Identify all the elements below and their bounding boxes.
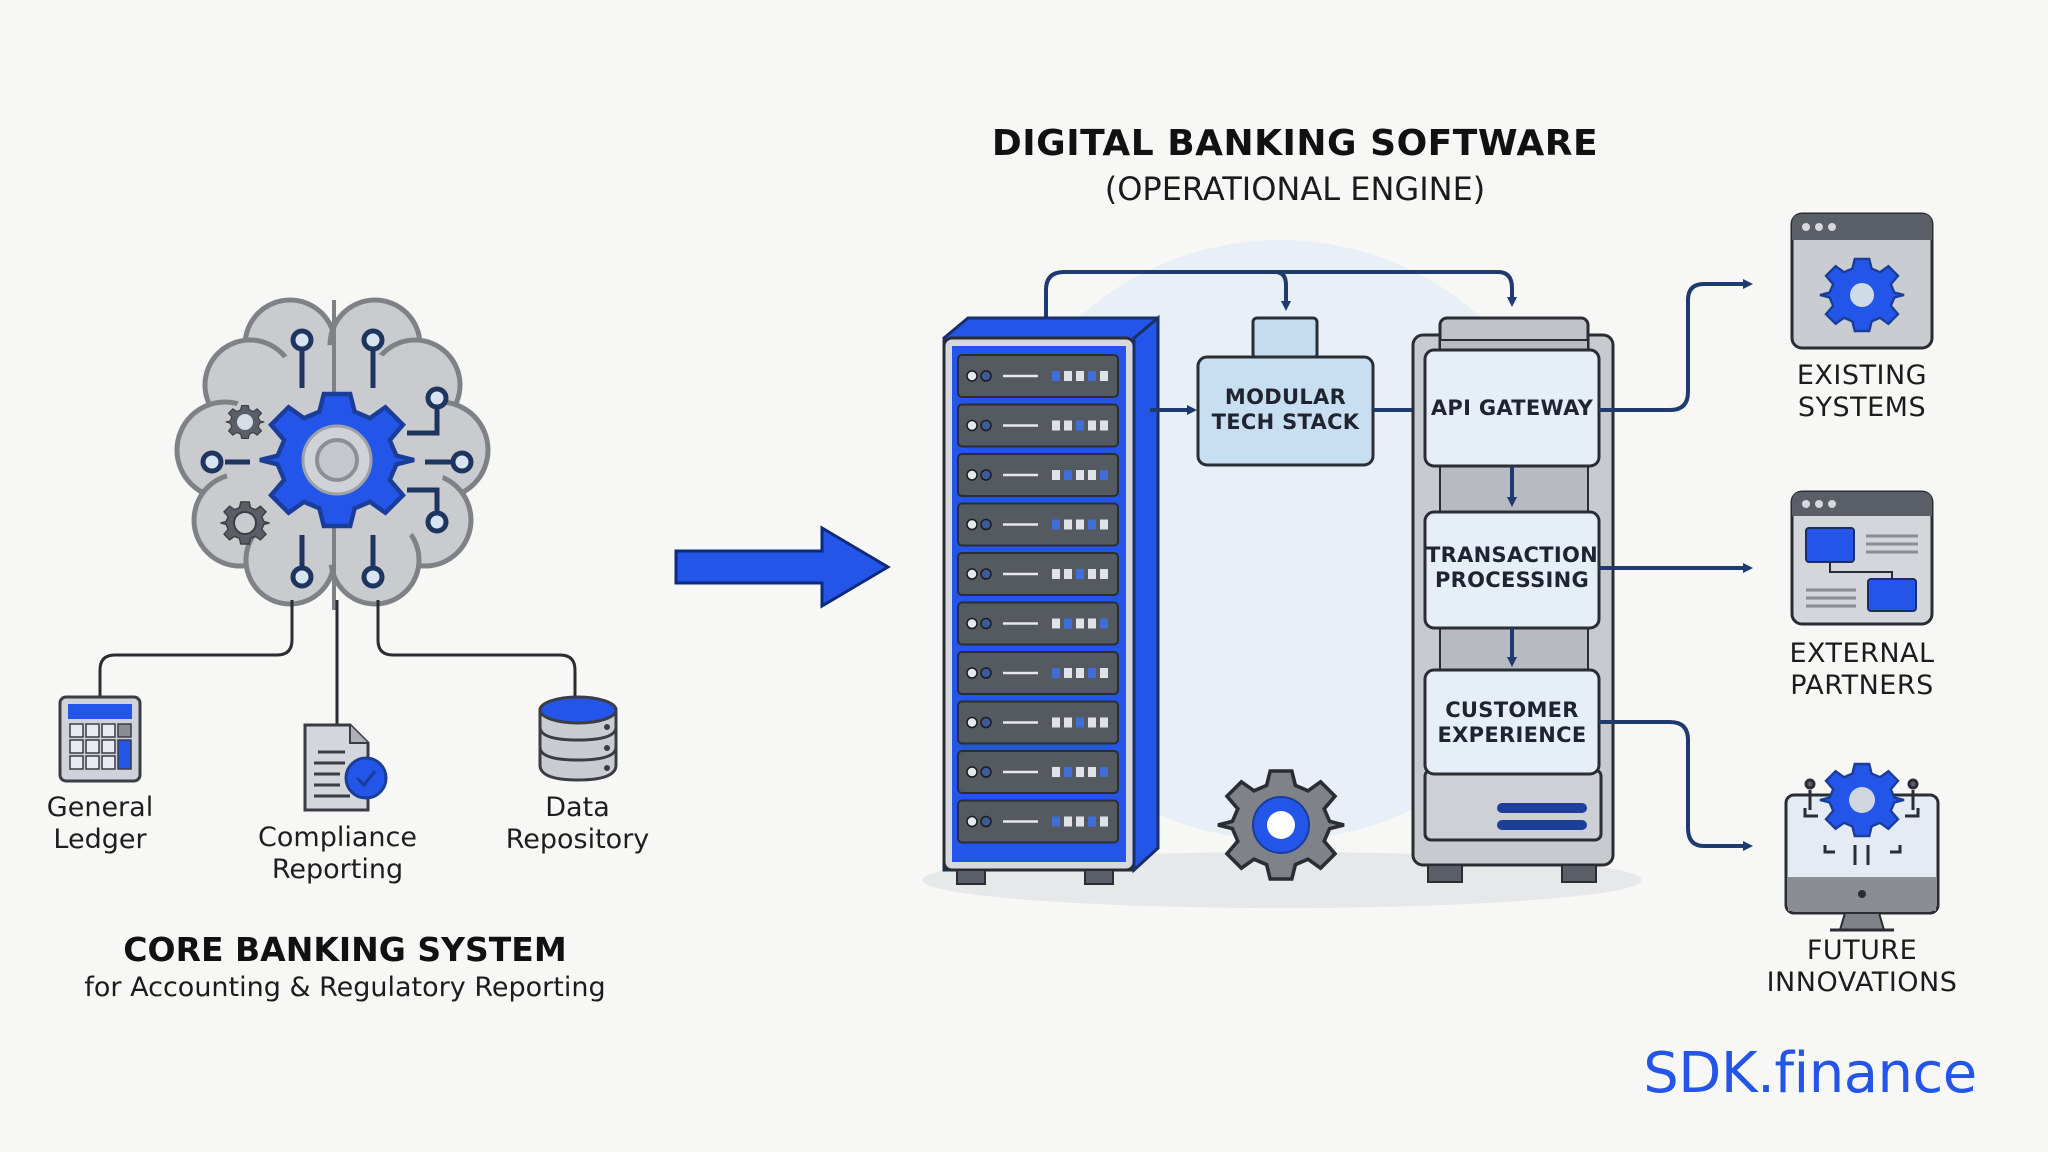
brain-gear-icon	[174, 297, 491, 610]
rack-unit	[957, 354, 1119, 398]
rack-unit	[957, 502, 1119, 547]
rack-unit	[957, 750, 1119, 794]
monitor-gear-icon	[1784, 762, 1940, 932]
rack-unit	[957, 799, 1119, 844]
modular-tech-stack-label: MODULAR TECH STACK	[1211, 385, 1360, 435]
digital-banking-title: DIGITAL BANKING SOFTWARE	[991, 123, 1599, 164]
rack-unit	[957, 552, 1119, 596]
data-repository-label: Data Repository	[505, 792, 650, 856]
sdk-finance-logo[interactable]: SDK.finance	[1643, 1041, 1977, 1106]
rack-unit	[957, 651, 1119, 695]
rack-unit	[957, 601, 1119, 646]
calculator-icon	[58, 695, 142, 783]
arrow-right-icon	[674, 525, 891, 609]
gear-icon	[1216, 769, 1346, 881]
database-icon	[538, 695, 618, 782]
general-ledger-label: General Ledger	[46, 792, 154, 856]
core-banking-subtitle: for Accounting & Regulatory Reporting	[84, 972, 606, 1003]
server-rack-icon	[942, 314, 1160, 885]
brain-connectors	[98, 600, 577, 725]
future-innovations-label: FUTURE INNOVATIONS	[1766, 935, 1958, 999]
rack-unit	[957, 453, 1119, 497]
window-gear-icon	[1790, 212, 1934, 350]
document-check-icon	[303, 723, 388, 812]
api-gateway-label: API GATEWAY	[1430, 396, 1594, 420]
modular-tech-stack-box	[1196, 316, 1375, 467]
layer-boxes	[1423, 348, 1601, 776]
rack-unit	[957, 700, 1119, 745]
existing-systems-label: EXISTING SYSTEMS	[1796, 360, 1928, 424]
external-partners-label: EXTERNAL PARTNERS	[1789, 638, 1935, 702]
window-flow-icon	[1790, 490, 1934, 626]
transaction-processing-label: TRANSACTION PROCESSING	[1426, 543, 1598, 593]
compliance-reporting-label: Compliance Reporting	[258, 822, 417, 886]
output-connectors	[1599, 279, 1753, 851]
customer-experience-label: CUSTOMER EXPERIENCE	[1437, 698, 1587, 748]
rack-unit	[957, 403, 1119, 448]
core-banking-title: CORE BANKING SYSTEM	[123, 930, 567, 969]
digital-banking-subtitle: (OPERATIONAL ENGINE)	[1104, 170, 1486, 208]
flow-connectors-top	[1044, 270, 1517, 318]
